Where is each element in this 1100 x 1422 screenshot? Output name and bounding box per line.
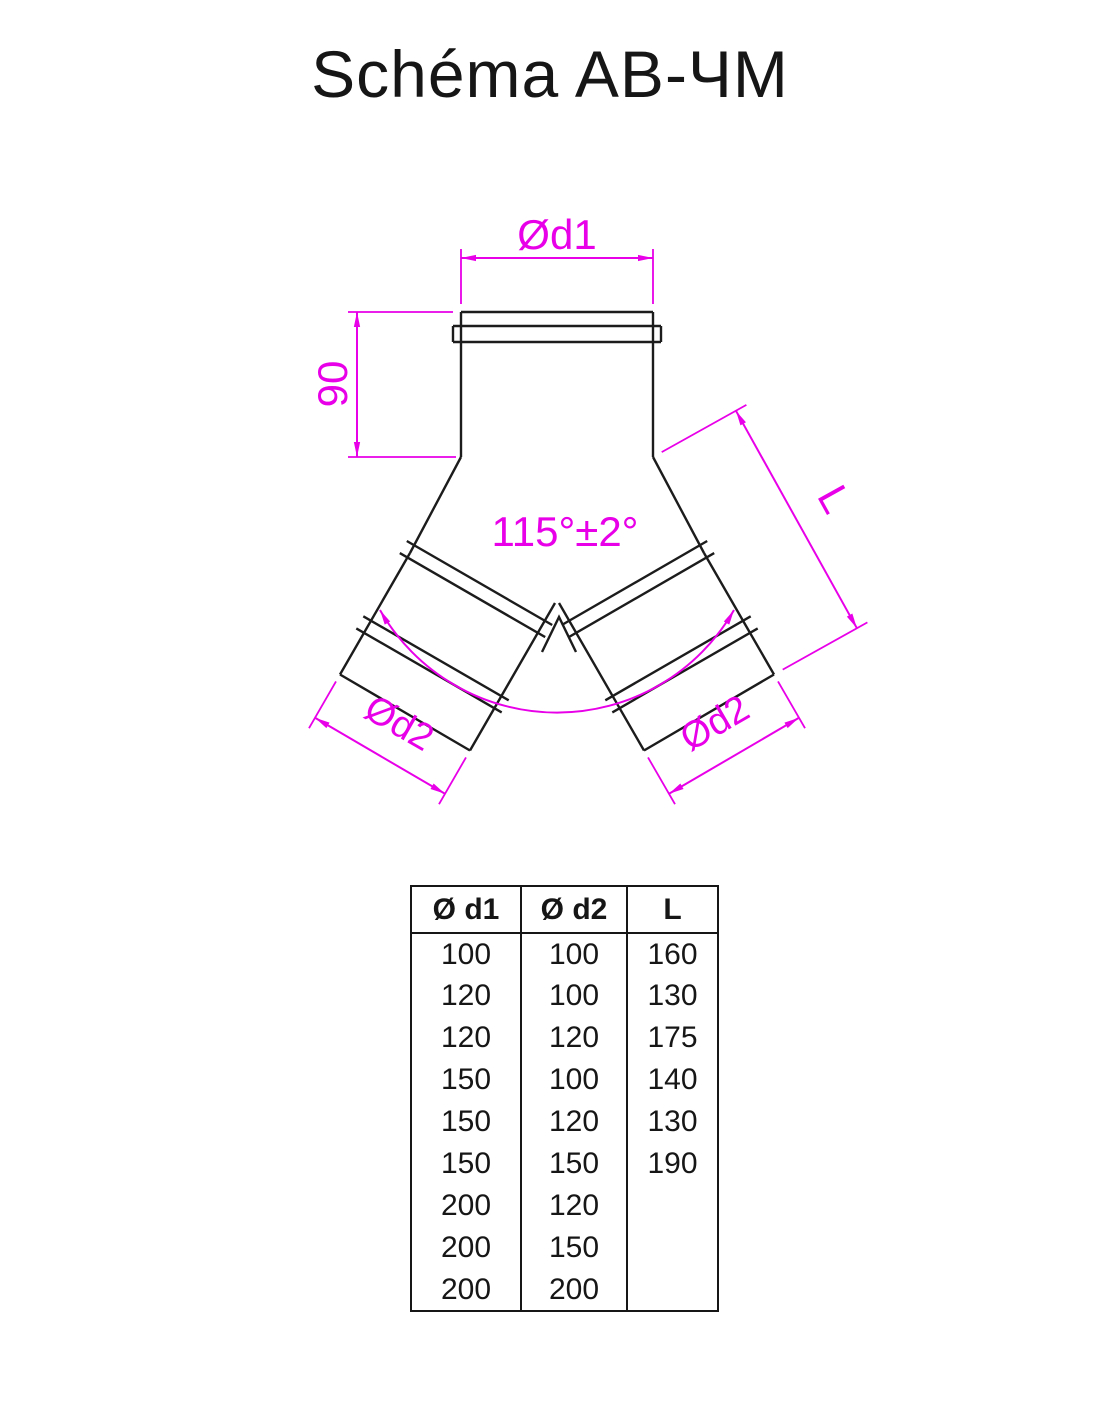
table-cell: 150	[440, 1105, 492, 1138]
dimension-d2-left: Ød2	[308, 680, 467, 805]
table-cell: 100	[440, 937, 492, 971]
d2-left-extension-lines	[308, 680, 467, 805]
table-cell: 200	[440, 1189, 492, 1222]
left-branch	[338, 552, 557, 752]
table-cell: 140	[626, 1059, 718, 1101]
fitting-outline	[338, 310, 776, 752]
height-label: 90	[309, 361, 356, 408]
right-branch-bead-rings	[561, 539, 759, 714]
table-cell: 190	[626, 1143, 718, 1185]
table-cell	[626, 1269, 718, 1311]
inlet-bead-ring	[451, 324, 663, 344]
table-cell: 150	[440, 1063, 492, 1096]
angle-label: 115°±2°	[492, 508, 639, 555]
table-row: 200 200	[411, 1269, 718, 1311]
dimension-90: 90	[309, 311, 456, 458]
page-title: Schéma AB-ЧМ	[311, 37, 789, 111]
table-row: 200 120	[411, 1185, 718, 1227]
table-cell: 120	[440, 979, 492, 1012]
table-cell: 150	[440, 1147, 492, 1180]
table-cell: 175	[626, 1017, 718, 1059]
dimension-L: L	[661, 404, 868, 671]
height-extension-lines	[348, 311, 456, 458]
table-cell: 200	[440, 1272, 492, 1306]
left-branch-bead-rings	[355, 539, 553, 714]
table-cell: 100	[520, 975, 627, 1017]
d1-label: Ød1	[517, 211, 596, 258]
table-cell: 130	[626, 975, 718, 1017]
body-transition	[408, 456, 706, 554]
length-extension-lines	[661, 404, 868, 671]
column-header: L	[626, 886, 718, 934]
table-row: 200 150	[411, 1227, 718, 1269]
length-label: L	[808, 477, 860, 520]
column-header: Ø d2	[520, 886, 627, 934]
table-cell: 200	[440, 1231, 492, 1264]
table-cell	[626, 1227, 718, 1269]
table-cell: 100	[520, 1059, 627, 1101]
column-header: Ø d1	[411, 886, 521, 934]
dimension-angle: 115°±2°	[379, 508, 735, 714]
table-cell: 120	[520, 1017, 627, 1059]
table-cell: 100	[520, 933, 627, 975]
table-cell: 130	[626, 1101, 718, 1143]
dimension-d1: Ød1	[460, 211, 654, 304]
table-cell	[626, 1185, 718, 1227]
d2-left-dimension-line	[314, 716, 446, 795]
d2-right-dimension-line	[668, 716, 800, 795]
fitting-diagram: Ød1 90 L 115°±2° Ød2 Ød2	[308, 211, 868, 805]
table-cell: 160	[626, 933, 718, 975]
table-cell: 120	[440, 1021, 492, 1054]
dimension-d2-right: Ød2	[647, 680, 806, 805]
table-cell: 120	[520, 1185, 627, 1227]
angle-arc	[379, 609, 735, 714]
dimensions: Ød1 90 L 115°±2° Ød2 Ød2	[308, 211, 868, 805]
table-cell: 200	[520, 1269, 627, 1311]
d2-right-extension-lines	[647, 680, 806, 805]
table-cell: 120	[520, 1101, 627, 1143]
table-cell: 150	[520, 1227, 627, 1269]
table-cell: 150	[520, 1143, 627, 1185]
inlet-collar	[459, 310, 655, 457]
length-dimension-line	[735, 410, 858, 629]
